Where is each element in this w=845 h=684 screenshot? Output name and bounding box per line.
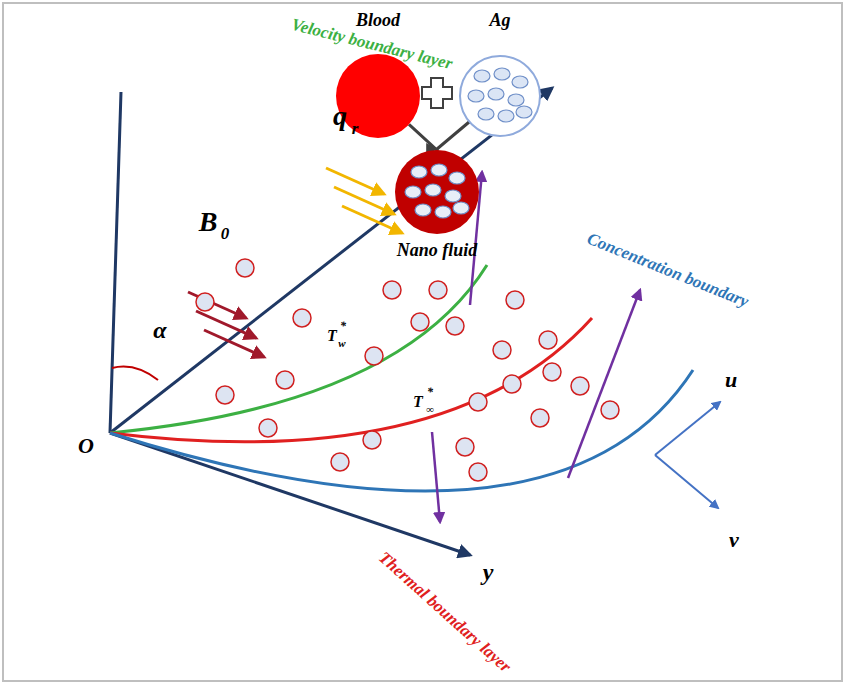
symbol-label: T	[327, 328, 337, 344]
angle-arc	[112, 367, 158, 381]
symbol-label: *	[427, 386, 433, 398]
mixing-arrow	[437, 122, 469, 149]
node-label: Nano fluid	[381, 240, 493, 261]
plus-sign	[422, 78, 452, 108]
symbol-label: ∞	[426, 404, 434, 415]
mixing-arrow	[409, 124, 437, 150]
symbol-label: B	[199, 208, 218, 236]
layer-label: Thermal boundary layer	[376, 548, 514, 675]
symbol-label: *	[340, 320, 346, 332]
mixture-circle: Nano fluid	[381, 148, 493, 270]
layer-label: Concentration boundary	[585, 230, 751, 310]
magnetic-field-arrows	[188, 292, 264, 357]
nanoparticles	[196, 259, 619, 481]
symbol-label: O	[78, 435, 94, 457]
frame	[3, 3, 842, 681]
symbol-label: u	[725, 369, 737, 391]
concentration-layer-curve	[110, 370, 693, 491]
node-label: Ag	[446, 10, 554, 31]
y-axis	[110, 433, 470, 555]
symbol-label: T	[413, 394, 423, 410]
mixture-circle: Ag	[446, 8, 554, 144]
symbol-label: r	[352, 120, 359, 137]
thermal-layer-curve	[110, 318, 592, 442]
inclined-axis	[110, 88, 552, 433]
symbol-label: 0	[221, 225, 230, 242]
radiation-arrows	[326, 168, 402, 233]
velocity-layer-curve	[110, 265, 487, 433]
vertical-axis	[110, 92, 121, 433]
symbol-label: y	[483, 560, 494, 584]
symbol-label: q	[333, 102, 347, 130]
symbol-label: w	[338, 338, 345, 349]
symbol-label: v	[729, 529, 739, 551]
velocity-axes	[655, 402, 720, 508]
symbol-label: α	[153, 318, 166, 342]
